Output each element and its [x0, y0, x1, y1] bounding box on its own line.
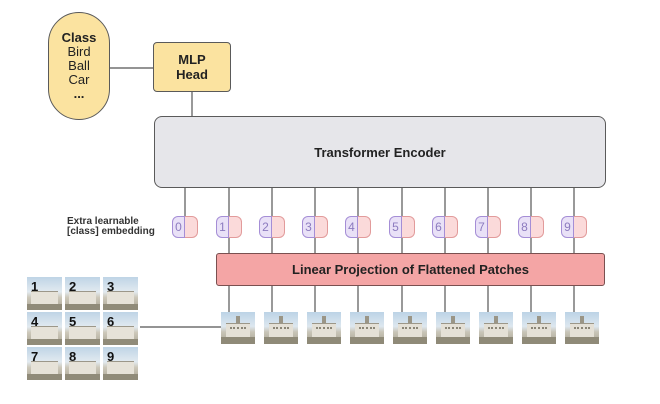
extra-embedding-line: Extra learnable [67, 216, 139, 227]
position-embedding: 5 [389, 216, 402, 238]
image-patch [565, 312, 599, 344]
position-token: 3 [302, 216, 328, 238]
grid-patch: 3 [103, 277, 138, 310]
grid-patch: 1 [27, 277, 62, 310]
position-token: 7 [475, 216, 501, 238]
position-token: 2 [259, 216, 285, 238]
class-line: Class [61, 30, 97, 45]
class-line: ... [73, 86, 85, 101]
position-token: 5 [389, 216, 415, 238]
patch-embedding [185, 216, 198, 238]
grid-patch: 9 [103, 347, 138, 380]
patch-embedding [272, 216, 285, 238]
position-embedding: 6 [432, 216, 445, 238]
transformer-encoder-label: Transformer Encoder [314, 144, 446, 160]
position-token: 4 [345, 216, 371, 238]
image-patch [350, 312, 384, 344]
extra-embedding-label: Extra learnable [class] embedding [67, 217, 155, 237]
class-line: Car [68, 72, 90, 87]
grid-patch: 7 [27, 347, 62, 380]
image-patch [221, 312, 255, 344]
class-line: Ball [68, 58, 90, 73]
position-embedding: 4 [345, 216, 358, 238]
patch-embedding [488, 216, 501, 238]
class-line: Bird [67, 44, 91, 59]
position-embedding: 3 [302, 216, 315, 238]
image-patch [307, 312, 341, 344]
position-embedding: 1 [216, 216, 229, 238]
grid-patch: 4 [27, 312, 62, 345]
grid-patch-number: 9 [107, 349, 115, 364]
patch-embedding [402, 216, 415, 238]
patch-embedding [531, 216, 544, 238]
position-embedding: 0 [172, 216, 185, 238]
linear-projection-box: Linear Projection of Flattened Patches [216, 253, 605, 286]
grid-patch-number: 1 [31, 279, 39, 294]
grid-patch: 6 [103, 312, 138, 345]
linear-projection-label: Linear Projection of Flattened Patches [292, 262, 529, 277]
position-token: 6 [432, 216, 458, 238]
position-embedding: 9 [561, 216, 574, 238]
grid-patch-number: 2 [69, 279, 77, 294]
position-embedding: 7 [475, 216, 488, 238]
class-output-box: Class Bird Ball Car ... [48, 12, 110, 120]
extra-embedding-line: [class] embedding [67, 226, 155, 237]
image-patch [436, 312, 470, 344]
position-token: 9 [561, 216, 587, 238]
image-patch [522, 312, 556, 344]
grid-patch: 2 [65, 277, 100, 310]
patch-embedding [574, 216, 587, 238]
position-token: 8 [518, 216, 544, 238]
image-patch [479, 312, 513, 344]
mlp-head-label: Head [176, 67, 208, 82]
mlp-head-label: MLP [178, 52, 206, 67]
grid-patch-number: 5 [69, 314, 77, 329]
patch-embedding [229, 216, 242, 238]
patch-embedding [445, 216, 458, 238]
position-embedding: 2 [259, 216, 272, 238]
grid-patch-number: 6 [107, 314, 115, 329]
position-embedding: 8 [518, 216, 531, 238]
image-patch [393, 312, 427, 344]
grid-patch-number: 7 [31, 349, 39, 364]
image-patch [264, 312, 298, 344]
position-token: 1 [216, 216, 242, 238]
grid-patch-number: 4 [31, 314, 39, 329]
grid-patch-number: 3 [107, 279, 115, 294]
grid-patch: 8 [65, 347, 100, 380]
patch-embedding [358, 216, 371, 238]
position-token: 0 [172, 216, 198, 238]
grid-patch: 5 [65, 312, 100, 345]
grid-patch-number: 8 [69, 349, 77, 364]
mlp-head-box: MLP Head [153, 42, 231, 92]
transformer-encoder-box: Transformer Encoder [154, 116, 606, 188]
patch-embedding [315, 216, 328, 238]
